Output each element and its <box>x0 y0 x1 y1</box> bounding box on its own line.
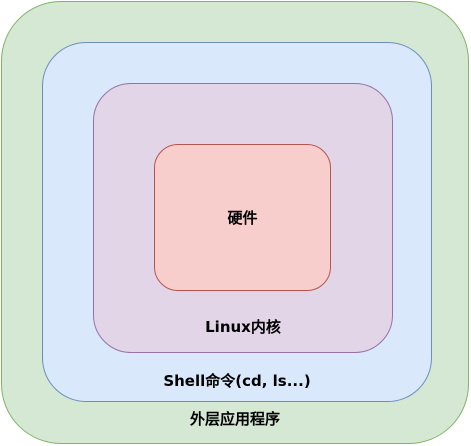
hardware-layer-label: 硬件 <box>227 208 258 227</box>
kernel-layer-label: Linux内核 <box>205 318 281 336</box>
shell-layer-label: Shell命令(cd, ls...) <box>163 372 311 390</box>
application-layer-label: 外层应用程序 <box>189 410 280 428</box>
shell-layer: Shell命令(cd, ls...) Linux内核 硬件 <box>42 42 432 402</box>
hardware-layer: 硬件 <box>154 144 331 291</box>
kernel-layer: Linux内核 硬件 <box>93 83 393 353</box>
